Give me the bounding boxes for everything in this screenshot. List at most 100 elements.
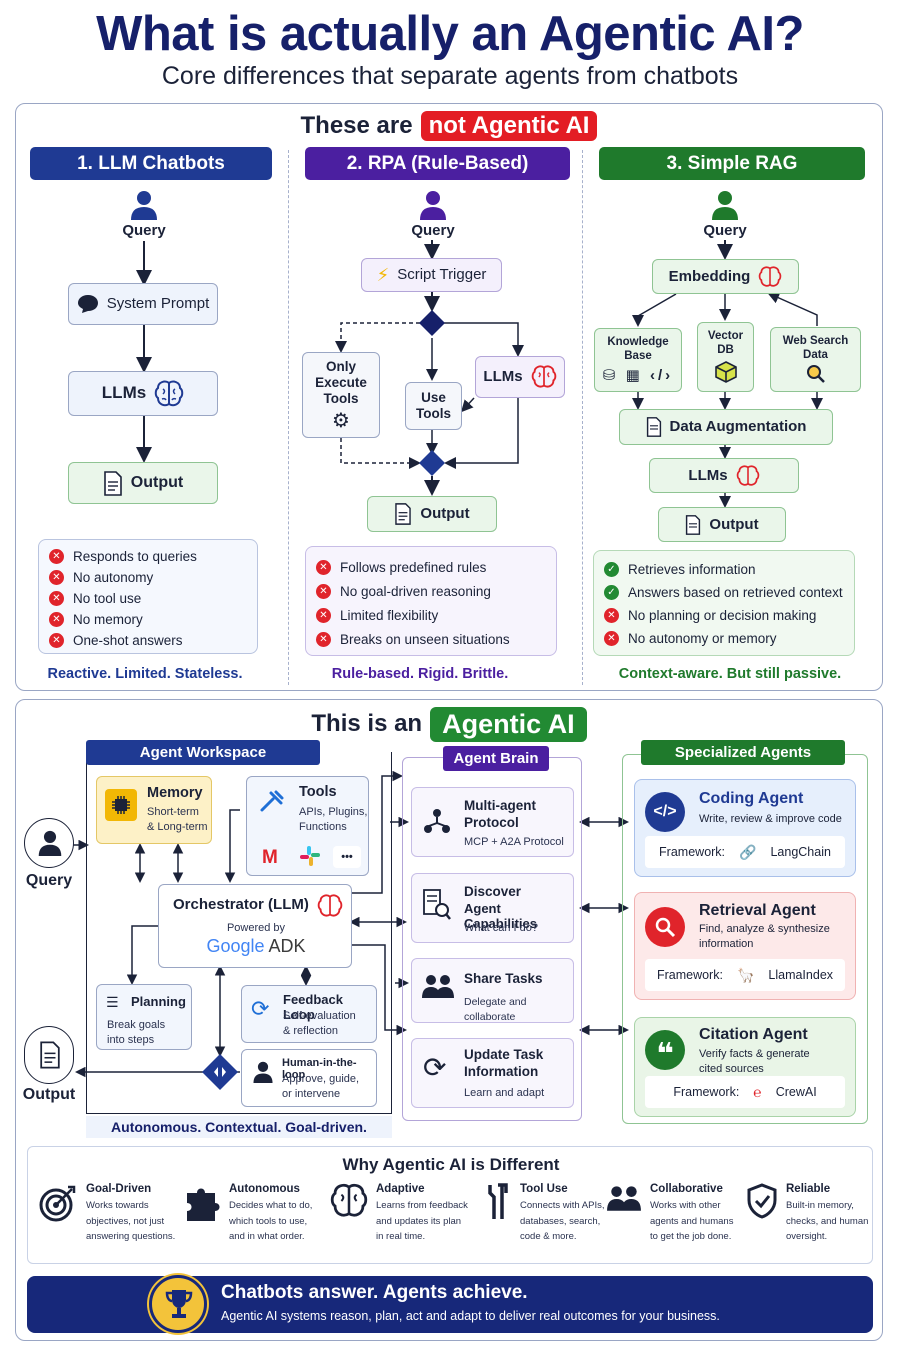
user-icon xyxy=(712,191,738,220)
knowledge-base-node: Knowledge Base ⛁ ▦ ‹/› xyxy=(594,328,682,392)
adk-wordmark: ADK xyxy=(268,936,306,956)
people-icon xyxy=(422,975,454,998)
footer-banner: Chatbots answer. Agents achieve. Agentic… xyxy=(27,1275,873,1333)
gmail-icon: M xyxy=(262,847,278,868)
query-label: Query xyxy=(411,222,455,239)
agentic-connectors xyxy=(72,770,629,1090)
slack-icon xyxy=(299,845,321,867)
list-item: ✕No memory xyxy=(49,609,247,630)
brain-item-discover-capabilities: Discover Agent Capabilities What can I d… xyxy=(411,873,574,943)
brain-item-title: Protocol xyxy=(464,815,519,830)
agent-title: Retrieval Agent xyxy=(699,902,816,919)
wrench-icon xyxy=(488,1183,508,1219)
chip-icon xyxy=(105,789,137,821)
system-prompt-node: System Prompt xyxy=(68,283,218,325)
agent-title: Coding Agent xyxy=(699,790,804,807)
more-options-icon: ••• xyxy=(333,846,361,868)
check-circle-icon: ✓ xyxy=(604,585,619,600)
framework-label: Framework: xyxy=(656,968,723,982)
tagline-rpa: Rule-based. Rigid. Brittle. xyxy=(331,666,509,682)
x-circle-icon: ✕ xyxy=(49,591,64,606)
framework-name: LlamaIndex xyxy=(768,968,834,982)
hitl-desc: Approve, guide, xyxy=(282,1073,360,1085)
puzzle-icon xyxy=(187,1188,220,1221)
web-search-data-node: Web Search Data xyxy=(770,327,861,392)
brain-item-title: Information xyxy=(464,1064,539,1079)
user-icon xyxy=(253,1061,273,1083)
wrench-icon xyxy=(260,790,284,812)
llms-node: LLMs xyxy=(68,371,218,416)
x-circle-icon: ✕ xyxy=(49,633,64,648)
planning-desc: Break goals xyxy=(107,1019,166,1031)
langchain-icon: 🔗 xyxy=(739,843,757,860)
human-in-the-loop-card: Human-in-the-loop Approve, guide, or int… xyxy=(241,1049,377,1107)
x-circle-icon: ✕ xyxy=(316,607,331,623)
memory-desc: & Long-term xyxy=(147,821,208,833)
refresh-icon: ⟳ xyxy=(251,996,270,1021)
traits-list-rpa: ✕Follows predefined rules ✕No goal-drive… xyxy=(305,546,557,656)
brain-item-multi-agent-protocol: Multi-agent Protocol MCP + A2A Protocol xyxy=(411,787,574,857)
shield-icon xyxy=(747,1183,777,1219)
brain-item-desc: Learn and adapt xyxy=(464,1087,545,1099)
only-execute-tools-label: Only Execute Tools xyxy=(315,358,367,407)
agent-title: Citation Agent xyxy=(699,1026,808,1043)
network-icon xyxy=(424,809,450,833)
powered-by-label: Powered by xyxy=(226,922,286,934)
query-person-circle xyxy=(24,818,74,868)
tagline-llm-chatbots: Reactive. Limited. Stateless. xyxy=(47,666,243,682)
list-item: ✕No goal-driven reasoning xyxy=(316,579,546,603)
agent-desc: Find, analyze & synthesize xyxy=(699,923,830,935)
document-search-icon xyxy=(423,889,451,920)
list-item: ✕Responds to queries xyxy=(49,546,247,567)
page-title: What is actually an Agentic AI? xyxy=(96,7,804,61)
agent-desc: cited sources xyxy=(699,1063,764,1075)
sync-icon: ⟳ xyxy=(423,1052,447,1083)
vector-db-label: Vector DB xyxy=(707,329,744,356)
tools-card: Tools APIs, Plugins, Functions M ••• xyxy=(246,776,369,876)
output-node: Output xyxy=(68,462,218,504)
column-heading-simple-rag: 3. Simple RAG xyxy=(599,147,865,180)
x-circle-icon: ✕ xyxy=(316,631,331,647)
x-circle-icon: ✕ xyxy=(604,631,619,646)
output-label: Output xyxy=(420,505,470,522)
retrieval-agent-card: Retrieval Agent Find, analyze & synthesi… xyxy=(634,892,856,1000)
embedding-node: Embedding xyxy=(652,259,799,294)
column-divider xyxy=(288,150,289,685)
query-label: Query xyxy=(122,222,166,239)
x-circle-icon: ✕ xyxy=(316,559,331,575)
agentic-highlight: Agentic AI xyxy=(430,706,587,742)
list-item: ✓Retrieves information xyxy=(604,558,844,581)
orchestrator-title: Orchestrator (LLM) xyxy=(173,896,309,913)
framework-name: LangChain xyxy=(770,845,831,859)
planning-desc: into steps xyxy=(107,1034,155,1046)
lightning-icon: ⚡ xyxy=(376,264,390,285)
tools-desc: APIs, Plugins, xyxy=(299,806,368,818)
only-execute-tools-node: Only Execute Tools ⚙ xyxy=(302,352,380,438)
agent-brain-heading: Agent Brain xyxy=(443,746,549,771)
document-icon xyxy=(686,514,701,535)
specialized-agents-heading: Specialized Agents xyxy=(641,740,845,765)
citation-agent-card: ❝ Citation Agent Verify facts & generate… xyxy=(634,1017,856,1117)
hitl-desc: or intervene xyxy=(282,1088,341,1100)
x-circle-icon: ✕ xyxy=(604,608,619,623)
tools-desc: Functions xyxy=(299,821,347,833)
check-circle-icon: ✓ xyxy=(604,562,619,577)
not-agentic-prefix: These are xyxy=(300,112,413,139)
llms-label: LLMs xyxy=(688,466,728,484)
agent-desc: Write, review & improve code xyxy=(699,813,842,825)
output-label: Output xyxy=(130,474,184,492)
user-icon xyxy=(420,191,446,220)
output-label: Output xyxy=(709,515,759,533)
target-icon xyxy=(39,1185,76,1222)
brain-item-share-tasks: Share Tasks Delegate and collaborate xyxy=(411,958,574,1023)
data-augmentation-label: Data Augmentation xyxy=(669,418,807,435)
trophy-icon xyxy=(149,1275,207,1333)
google-wordmark: Google xyxy=(206,936,265,956)
brain-item-desc: MCP + A2A Protocol xyxy=(464,836,564,848)
agentic-prefix: This is an xyxy=(311,710,423,737)
llms-label: LLMs xyxy=(483,368,523,385)
feedback-loop-desc: Self-evaluation xyxy=(283,1010,356,1022)
